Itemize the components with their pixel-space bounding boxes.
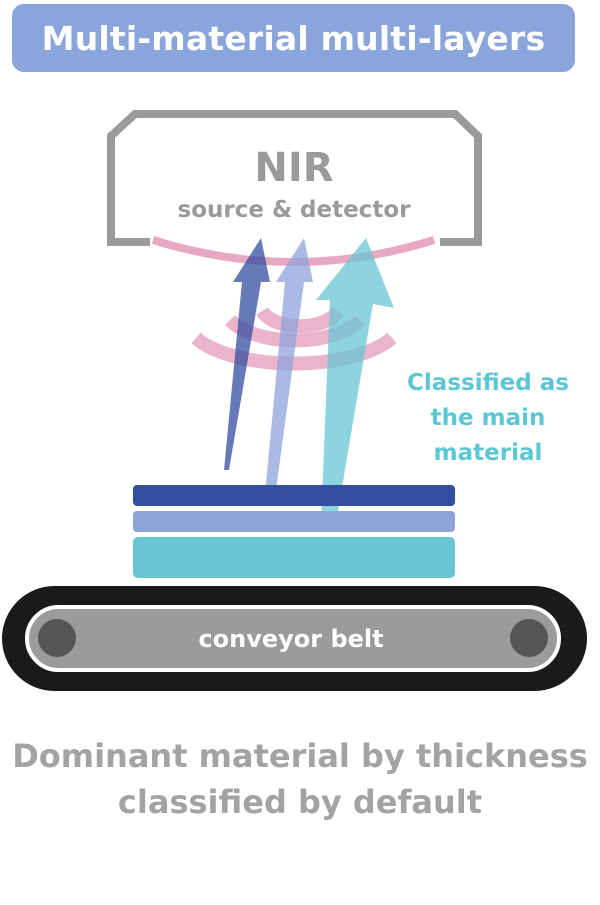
classification-label: Classified as the main material <box>407 370 569 466</box>
arrow-dark-blue <box>224 238 270 470</box>
conveyor-belt-label: conveyor belt <box>198 625 383 653</box>
classification-line-3: material <box>434 440 543 466</box>
caption-line-1: Dominant material by thickness <box>12 737 588 775</box>
arrow-cyan <box>316 238 394 523</box>
classification-line-1: Classified as <box>407 370 569 396</box>
title-banner: Multi-material multi-layers <box>12 4 575 72</box>
layer-top <box>133 485 455 506</box>
arrow-light-blue <box>264 238 313 505</box>
left-roller <box>38 619 76 657</box>
title-text: Multi-material multi-layers <box>41 18 546 58</box>
layer-bottom <box>133 537 455 578</box>
caption-line-2: classified by default <box>117 783 483 821</box>
wave-inner <box>255 306 345 334</box>
classification-line-2: the main <box>431 405 546 431</box>
detector-subtitle: source & detector <box>178 197 412 223</box>
right-roller <box>510 619 548 657</box>
wave-outer <box>191 332 397 371</box>
detector-housing <box>107 110 482 246</box>
conveyor-belt-inner <box>25 605 561 672</box>
layer-middle <box>133 511 455 532</box>
caption: Dominant material by thickness classifie… <box>0 733 600 825</box>
nir-label: NIR <box>254 145 333 191</box>
